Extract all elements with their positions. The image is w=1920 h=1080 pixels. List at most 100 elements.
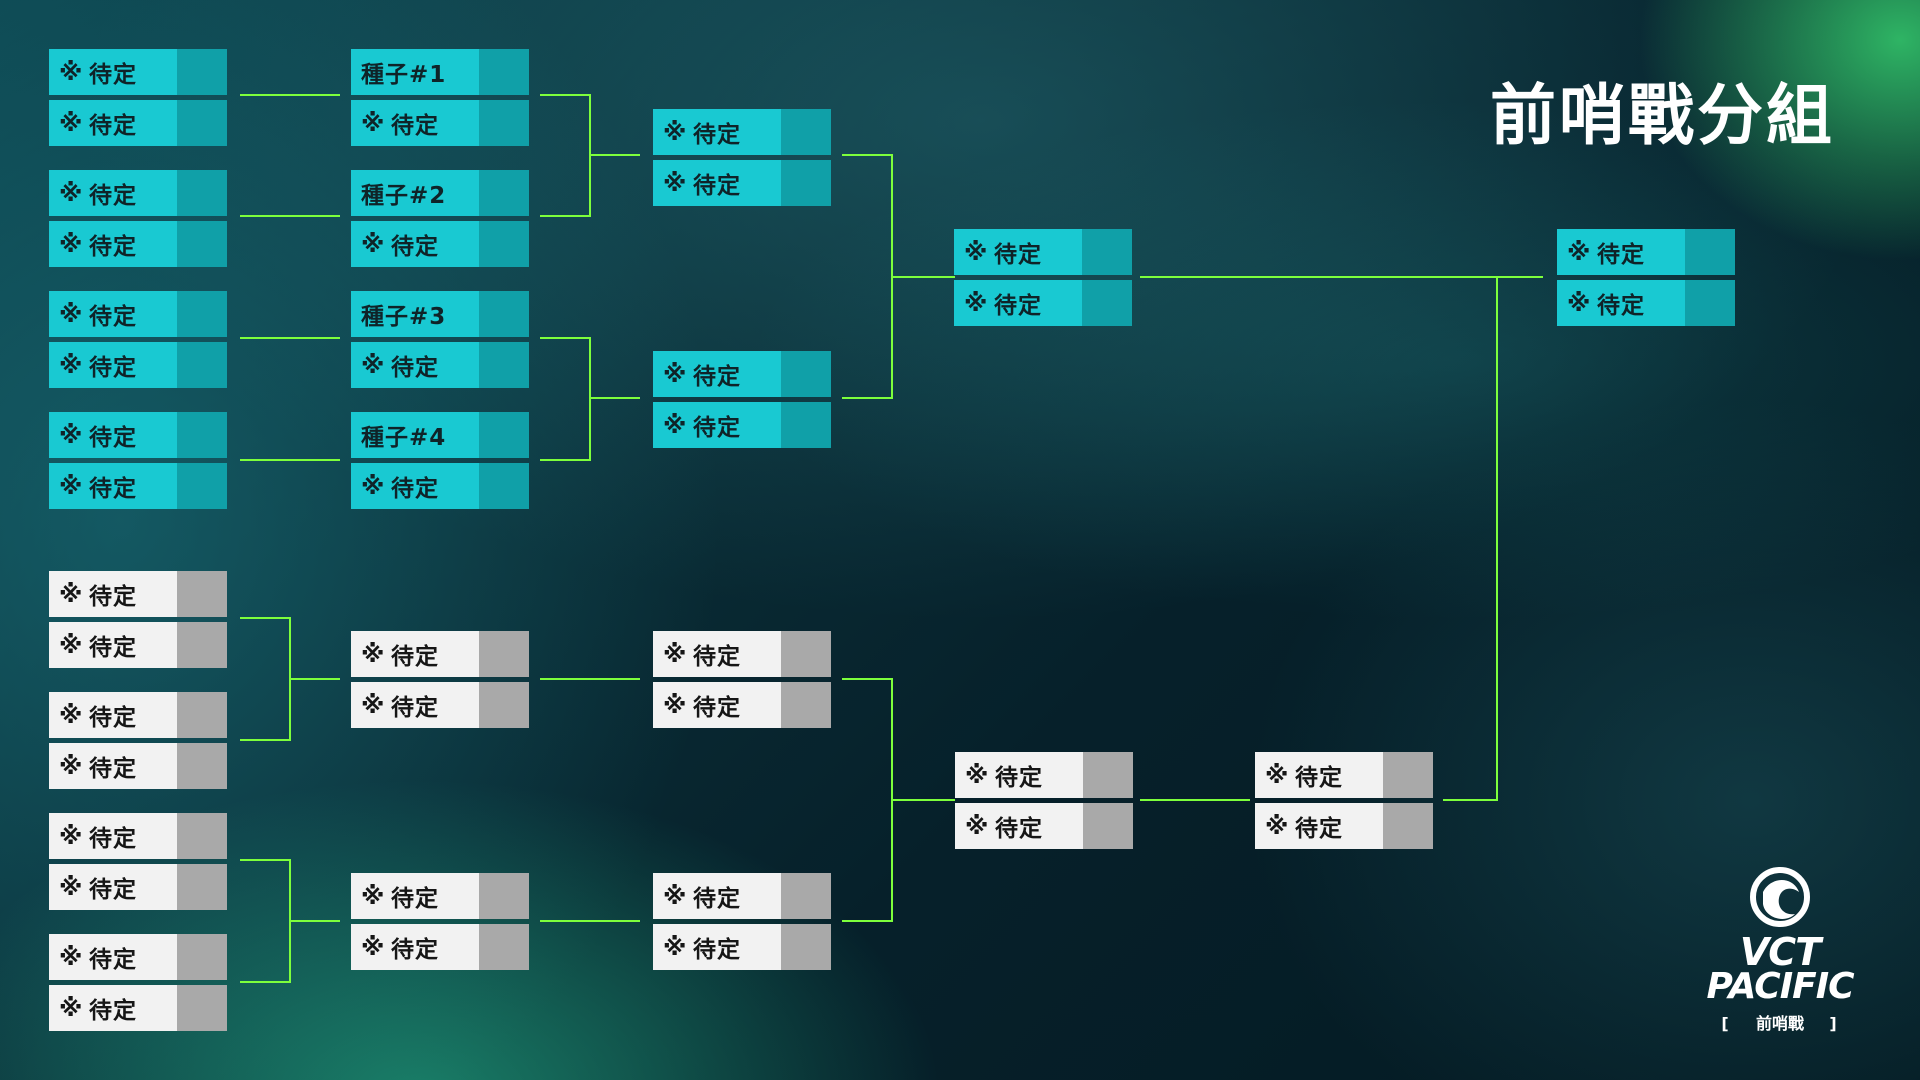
team-name: 待定	[995, 816, 1043, 842]
upper-r1-slot-7: ※待定	[49, 412, 227, 458]
team-name: 待定	[693, 364, 741, 390]
score-box	[781, 109, 831, 155]
score-box	[781, 351, 831, 397]
tbd-mark-icon: ※	[361, 691, 386, 719]
lower-r1-slot-8: ※待定	[49, 985, 227, 1031]
logo-subtitle: [前哨戰]	[1721, 1014, 1839, 1033]
score-box	[1082, 229, 1132, 275]
team-name: 種子#2	[361, 183, 447, 209]
score-box	[479, 873, 529, 919]
team-name: 待定	[1597, 293, 1645, 319]
upper-r1-slot-3: ※待定	[49, 170, 227, 216]
lower-r1-slot-1: ※待定	[49, 571, 227, 617]
tbd-mark-icon: ※	[663, 882, 688, 910]
tbd-mark-icon: ※	[1265, 761, 1290, 789]
tbd-mark-icon: ※	[59, 472, 84, 500]
score-box	[177, 864, 227, 910]
score-box	[1685, 280, 1735, 326]
tbd-mark-icon: ※	[361, 882, 386, 910]
team-name: 待定	[89, 476, 137, 502]
tbd-mark-icon: ※	[59, 421, 84, 449]
score-box	[177, 291, 227, 337]
score-box	[1083, 803, 1133, 849]
team-name: 待定	[89, 705, 137, 731]
tbd-mark-icon: ※	[965, 761, 990, 789]
score-box	[479, 221, 529, 267]
team-name: 待定	[391, 937, 439, 963]
team-name: 待定	[693, 122, 741, 148]
team-name: 待定	[995, 765, 1043, 791]
upper-r1-slot-1: ※待定	[49, 49, 227, 95]
tbd-mark-icon: ※	[59, 994, 84, 1022]
logo-line-2: PACIFIC	[1706, 966, 1854, 1007]
tbd-mark-icon: ※	[361, 230, 386, 258]
score-box	[781, 682, 831, 728]
score-box	[177, 934, 227, 980]
lower-r2-slot-2: ※待定	[351, 682, 529, 728]
score-box	[479, 412, 529, 458]
team-name: 待定	[391, 695, 439, 721]
lower-r3-slot-2: ※待定	[653, 682, 831, 728]
upper-r2-slot-6: ※待定	[351, 342, 529, 388]
team-name: 待定	[89, 998, 137, 1024]
score-box	[781, 924, 831, 970]
score-box	[1082, 280, 1132, 326]
team-name: 待定	[89, 826, 137, 852]
team-name: 待定	[994, 242, 1042, 268]
team-name: 待定	[89, 62, 137, 88]
tbd-mark-icon: ※	[663, 169, 688, 197]
score-box	[177, 49, 227, 95]
lower-r2-slot-4: ※待定	[351, 924, 529, 970]
team-name: 待定	[693, 886, 741, 912]
upper-r2-slot-1: 種子#1	[351, 49, 529, 95]
team-name: 種子#4	[361, 425, 447, 451]
tbd-mark-icon: ※	[59, 752, 84, 780]
tbd-mark-icon: ※	[59, 230, 84, 258]
upper-r2-slot-2: ※待定	[351, 100, 529, 146]
upper-semi-slot-2: ※待定	[653, 160, 831, 206]
lower-r3-slot-4: ※待定	[653, 924, 831, 970]
team-name: 待定	[89, 947, 137, 973]
upper-r1-slot-2: ※待定	[49, 100, 227, 146]
tbd-mark-icon: ※	[663, 640, 688, 668]
score-box	[177, 985, 227, 1031]
upper-r1-slot-5: ※待定	[49, 291, 227, 337]
lower-r2-slot-3: ※待定	[351, 873, 529, 919]
team-name: 待定	[693, 173, 741, 199]
tbd-mark-icon: ※	[59, 351, 84, 379]
score-box	[177, 813, 227, 859]
upper-r1-slot-4: ※待定	[49, 221, 227, 267]
upper-r2-slot-7: 種子#4	[351, 412, 529, 458]
score-box	[479, 49, 529, 95]
tbd-mark-icon: ※	[663, 118, 688, 146]
tbd-mark-icon: ※	[965, 812, 990, 840]
upper-final-slot-2: ※待定	[954, 280, 1132, 326]
tbd-mark-icon: ※	[59, 822, 84, 850]
tbd-mark-icon: ※	[361, 640, 386, 668]
grand-final-slot-2: ※待定	[1557, 280, 1735, 326]
score-box	[781, 631, 831, 677]
tbd-mark-icon: ※	[59, 631, 84, 659]
score-box	[781, 402, 831, 448]
tbd-mark-icon: ※	[964, 289, 989, 317]
team-name: 待定	[693, 937, 741, 963]
score-box	[177, 221, 227, 267]
team-name: 待定	[391, 476, 439, 502]
score-box	[177, 100, 227, 146]
score-box	[479, 342, 529, 388]
team-name: 待定	[391, 355, 439, 381]
tbd-mark-icon: ※	[663, 933, 688, 961]
tbd-mark-icon: ※	[1265, 812, 1290, 840]
score-box	[781, 873, 831, 919]
tbd-mark-icon: ※	[361, 933, 386, 961]
score-box	[479, 924, 529, 970]
upper-final-slot-1: ※待定	[954, 229, 1132, 275]
team-name: 待定	[1597, 242, 1645, 268]
upper-r2-slot-8: ※待定	[351, 463, 529, 509]
team-name: 待定	[693, 644, 741, 670]
team-name: 待定	[89, 183, 137, 209]
score-box	[479, 463, 529, 509]
logo-line-1: VCT	[1739, 930, 1821, 974]
score-box	[1383, 752, 1433, 798]
